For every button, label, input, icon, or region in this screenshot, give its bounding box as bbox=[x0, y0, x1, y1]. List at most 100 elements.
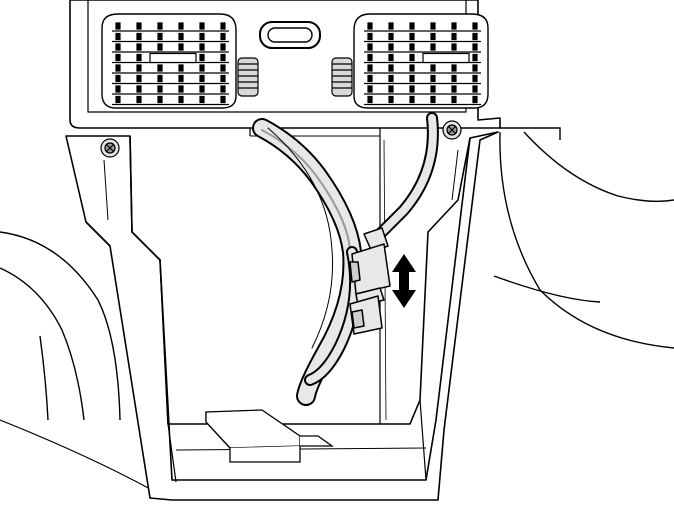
vent-adjuster bbox=[149, 52, 197, 64]
wiring-harness-icon bbox=[252, 112, 439, 406]
vent-vane bbox=[367, 64, 373, 72]
vent-vane bbox=[199, 74, 205, 83]
vent-vane bbox=[409, 95, 415, 104]
vent-vane bbox=[409, 43, 415, 51]
vent-vane bbox=[409, 32, 415, 41]
vent-vane bbox=[430, 74, 436, 83]
vent-vane bbox=[367, 74, 373, 83]
vent-vane bbox=[115, 53, 121, 62]
vent-vane bbox=[178, 43, 184, 51]
vent-vane bbox=[199, 43, 205, 51]
vent-vane bbox=[472, 95, 478, 104]
bracket-bottom-icon bbox=[205, 409, 335, 463]
vent-vane bbox=[409, 85, 415, 93]
vent-vane bbox=[430, 85, 436, 93]
vent-vane bbox=[451, 64, 457, 72]
vent-vane bbox=[409, 64, 415, 72]
vent-vane bbox=[115, 22, 121, 30]
vent-vane bbox=[388, 85, 394, 93]
vent-vane bbox=[388, 43, 394, 51]
vent-vane bbox=[178, 95, 184, 104]
vent-vane bbox=[115, 95, 121, 104]
vent-vane bbox=[220, 32, 226, 41]
vent-vane bbox=[472, 85, 478, 93]
vent-vane bbox=[388, 22, 394, 30]
vent-vane bbox=[451, 32, 457, 41]
vent-vane bbox=[367, 43, 373, 51]
vent-vane bbox=[136, 53, 142, 62]
vent-vane bbox=[157, 43, 163, 51]
vent-vane bbox=[136, 64, 142, 72]
vent-vane bbox=[136, 43, 142, 51]
double-arrow-icon bbox=[392, 254, 416, 308]
vent-vane bbox=[136, 74, 142, 83]
vent-vane bbox=[388, 74, 394, 83]
vent-vane bbox=[115, 43, 121, 51]
dashboard-side-right bbox=[493, 127, 674, 349]
vent-vane bbox=[367, 32, 373, 41]
wire-connector-icon bbox=[349, 227, 391, 335]
vent-vane bbox=[220, 53, 226, 62]
vent-vane bbox=[199, 95, 205, 104]
vent-vane bbox=[136, 85, 142, 93]
vent-vane bbox=[472, 53, 478, 62]
vent-vane bbox=[430, 32, 436, 41]
vent-vane bbox=[472, 32, 478, 41]
dashboard-outline-icon bbox=[69, 0, 501, 129]
vent-vane bbox=[157, 95, 163, 104]
vent-vane bbox=[451, 74, 457, 83]
vent-vane bbox=[178, 32, 184, 41]
vent-vane bbox=[409, 74, 415, 83]
air-vent-right-icon bbox=[364, 22, 481, 106]
vent-vane bbox=[115, 74, 121, 83]
vent-thumbwheel-right-icon bbox=[331, 57, 353, 97]
hazard-switch-icon bbox=[259, 21, 321, 49]
vent-vane bbox=[430, 22, 436, 30]
vent-vane bbox=[115, 32, 121, 41]
mounting-screw-right-icon bbox=[442, 120, 462, 140]
vent-vane bbox=[430, 95, 436, 104]
vent-vane bbox=[430, 64, 436, 72]
vent-vane bbox=[115, 64, 121, 72]
vent-vane bbox=[388, 32, 394, 41]
vent-vane bbox=[451, 22, 457, 30]
vent-vane bbox=[367, 85, 373, 93]
vent-vane bbox=[220, 43, 226, 51]
vent-vane bbox=[178, 85, 184, 93]
vent-vane bbox=[430, 43, 436, 51]
radio-opening-frame-icon bbox=[65, 128, 499, 501]
vent-vane bbox=[157, 32, 163, 41]
vent-vane bbox=[367, 53, 373, 62]
vent-thumbwheel-left-icon bbox=[237, 57, 259, 97]
vent-vane bbox=[136, 95, 142, 104]
vent-vane bbox=[409, 53, 415, 62]
vent-vane bbox=[199, 85, 205, 93]
vent-adjuster bbox=[422, 52, 470, 64]
vent-vane bbox=[220, 74, 226, 83]
vent-vane bbox=[220, 64, 226, 72]
vent-vane bbox=[451, 43, 457, 51]
vent-vane bbox=[472, 64, 478, 72]
vent-vane bbox=[178, 74, 184, 83]
vent-vane bbox=[367, 22, 373, 30]
vent-vane bbox=[472, 74, 478, 83]
vent-vane bbox=[388, 95, 394, 104]
vent-vane bbox=[388, 53, 394, 62]
vent-vane bbox=[220, 85, 226, 93]
vent-vane bbox=[136, 32, 142, 41]
vent-vane bbox=[451, 95, 457, 104]
vent-vane bbox=[451, 85, 457, 93]
vent-vane bbox=[199, 22, 205, 30]
mounting-screw-left-icon bbox=[100, 138, 120, 158]
vent-vane bbox=[367, 95, 373, 104]
vent-vane bbox=[472, 43, 478, 51]
vent-vane bbox=[115, 85, 121, 93]
vent-vane bbox=[178, 22, 184, 30]
vent-vane bbox=[199, 64, 205, 72]
vent-vane bbox=[199, 53, 205, 62]
vent-vane bbox=[472, 22, 478, 30]
vent-vane bbox=[157, 22, 163, 30]
vent-vane bbox=[136, 22, 142, 30]
